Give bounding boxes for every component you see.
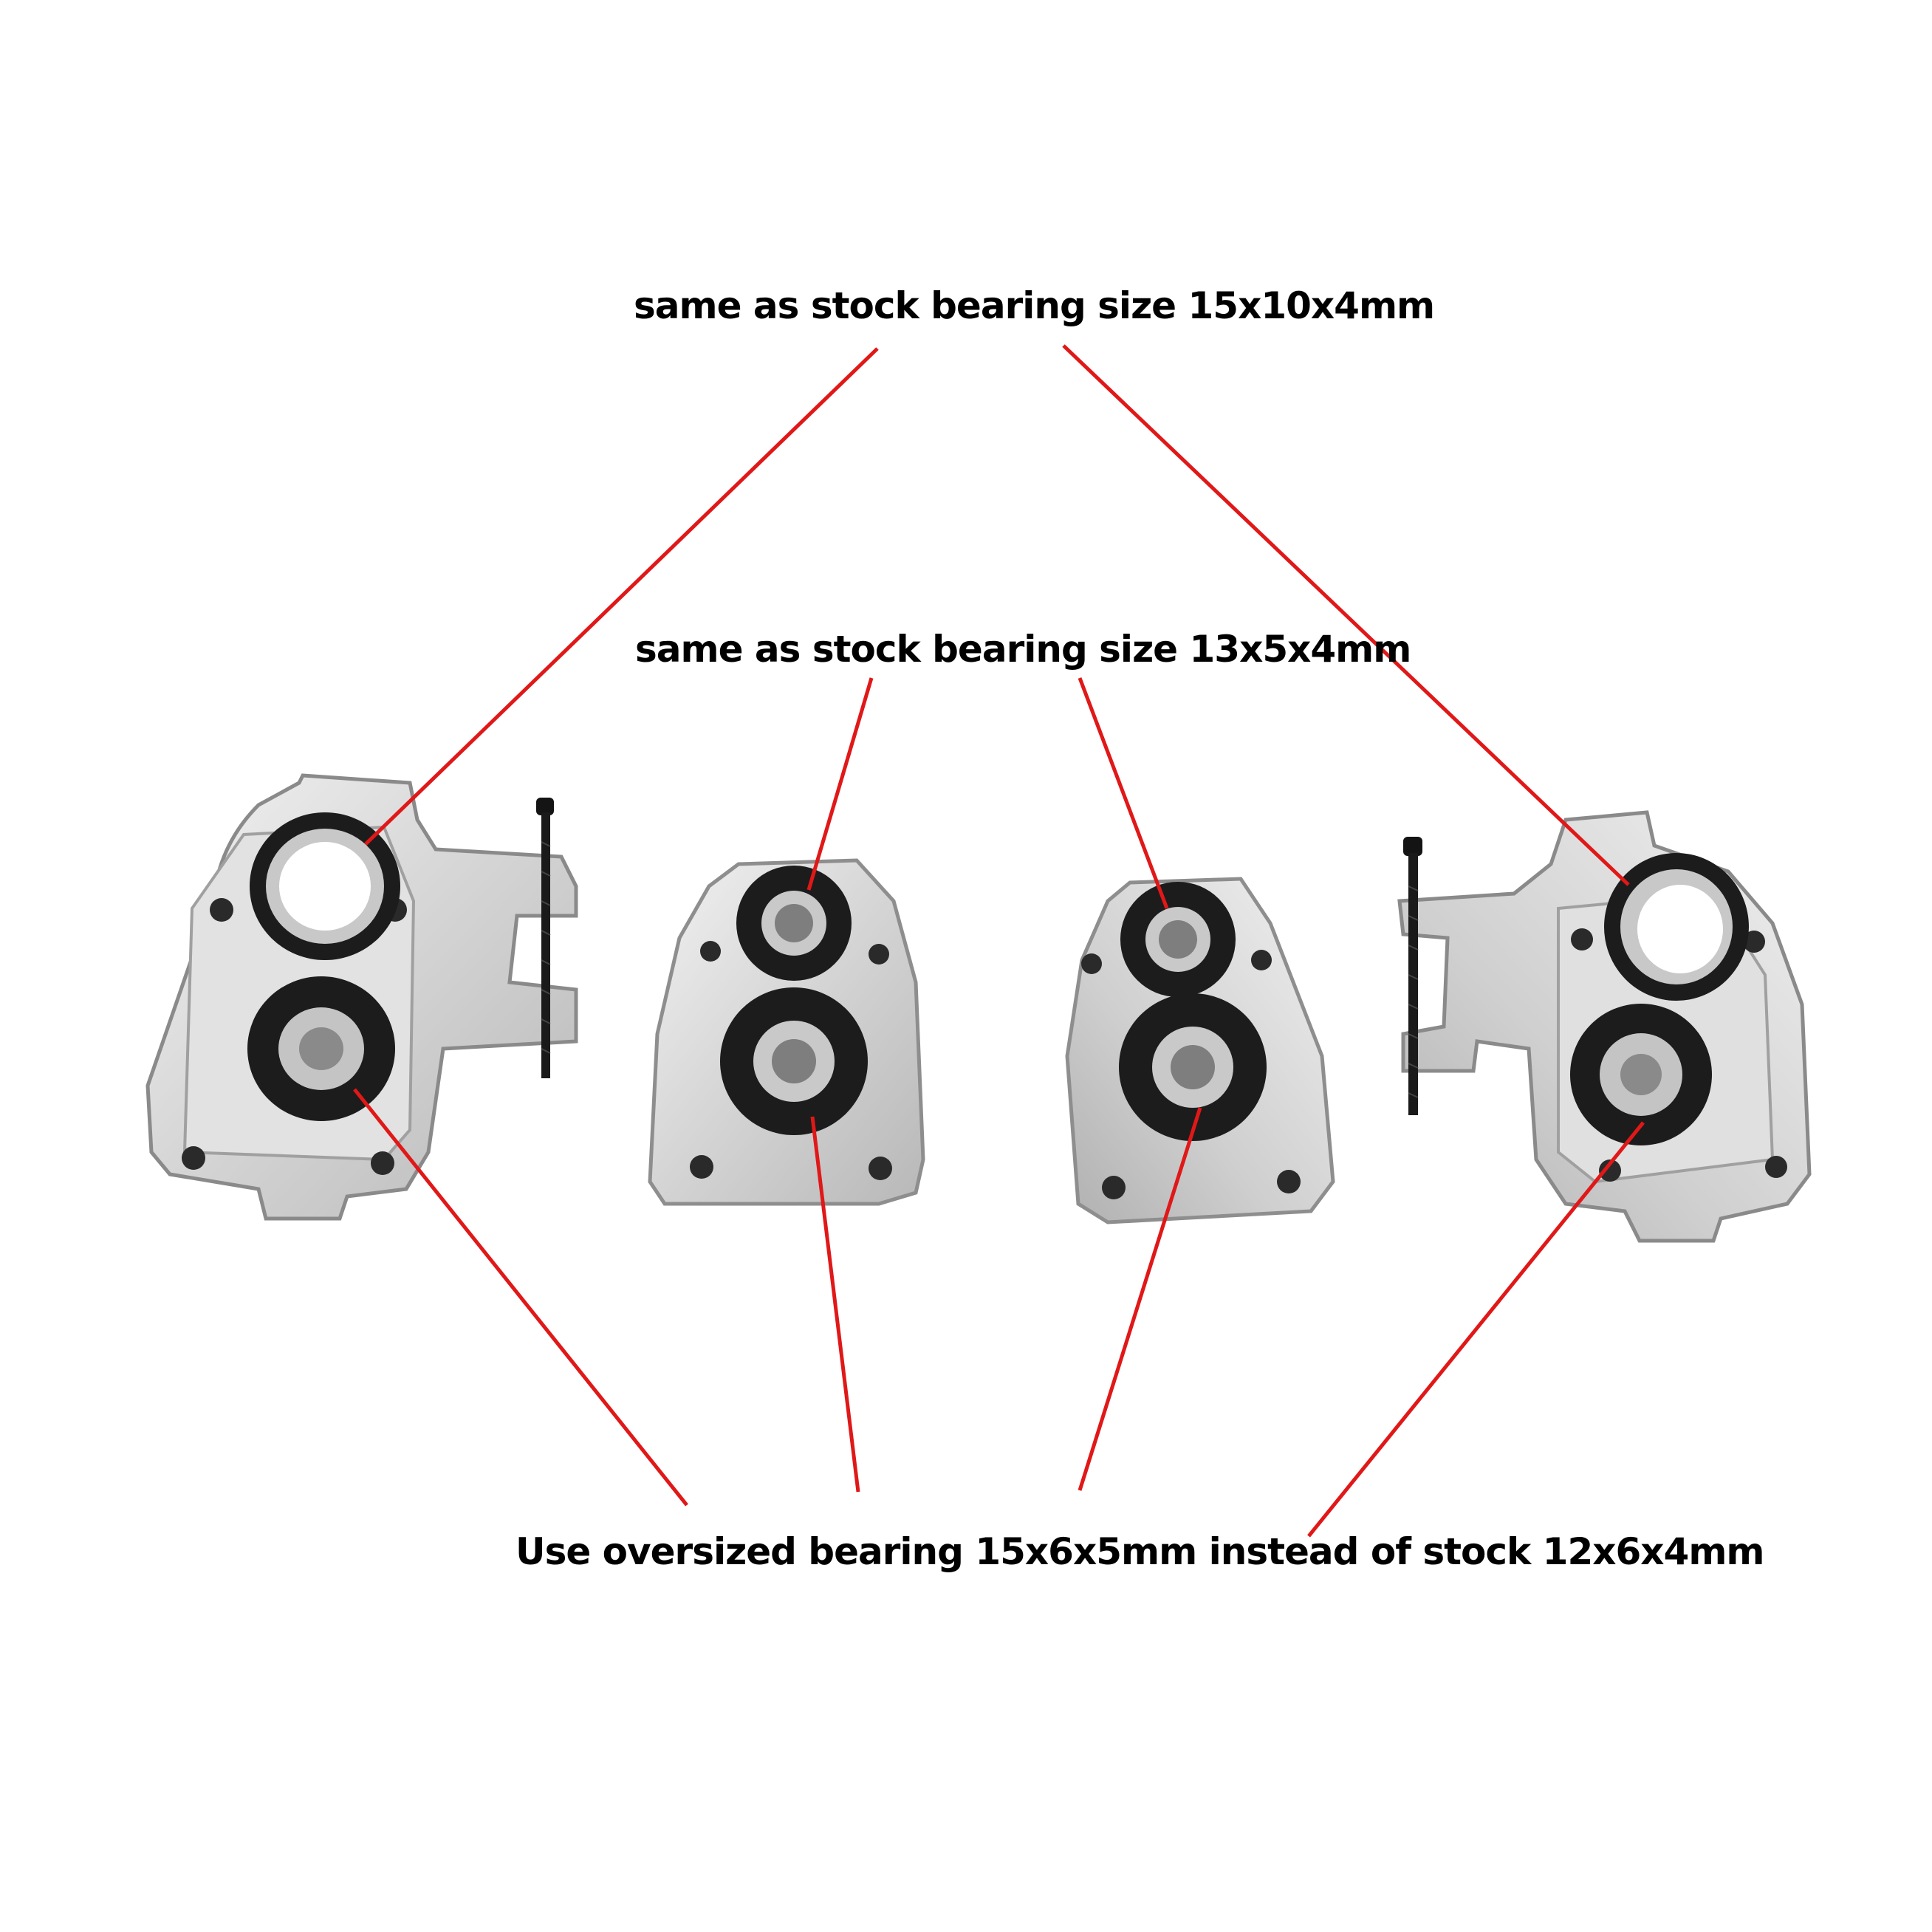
leader-bottom-to-right-housing bbox=[1307, 1121, 1645, 1538]
center-left-top-bearing bbox=[736, 866, 852, 981]
leader-mid-to-center-left bbox=[806, 677, 874, 891]
leader-bottom-to-center-left bbox=[810, 1116, 860, 1493]
leader-lines bbox=[353, 344, 1645, 1538]
leader-top-to-right-housing bbox=[1062, 344, 1630, 886]
leader-mid-to-center-right bbox=[1078, 677, 1169, 909]
leader-bottom-to-left-housing bbox=[353, 1088, 688, 1507]
caption-middle: same as stock bearing size 13x5x4mm bbox=[635, 628, 1411, 671]
right-housing-bottom-bearing bbox=[1570, 1004, 1712, 1145]
center-left-bottom-bearing bbox=[720, 987, 868, 1135]
left-housing-top-bearing bbox=[250, 812, 400, 960]
leader-bottom-to-center-right bbox=[1078, 1107, 1202, 1491]
center-right-top-bearing bbox=[1120, 882, 1236, 997]
leader-top-to-left-housing bbox=[364, 347, 879, 846]
left-gearbox-housing bbox=[145, 773, 578, 1221]
right-screw bbox=[1403, 837, 1422, 1115]
center-right-bottom-bearing bbox=[1119, 993, 1267, 1141]
right-gearbox-housing bbox=[1397, 810, 1812, 1243]
center-left-bearing-plate bbox=[648, 858, 925, 1206]
left-screw bbox=[536, 798, 554, 1078]
left-housing-bottom-bearing bbox=[247, 976, 395, 1121]
center-right-bearing-plate bbox=[1065, 877, 1335, 1224]
right-housing-top-bearing bbox=[1604, 853, 1749, 1001]
caption-bottom: Use oversized bearing 15x6x5mm instead o… bbox=[515, 1530, 1765, 1573]
caption-top: same as stock bearing size 15x10x4mm bbox=[634, 284, 1435, 327]
